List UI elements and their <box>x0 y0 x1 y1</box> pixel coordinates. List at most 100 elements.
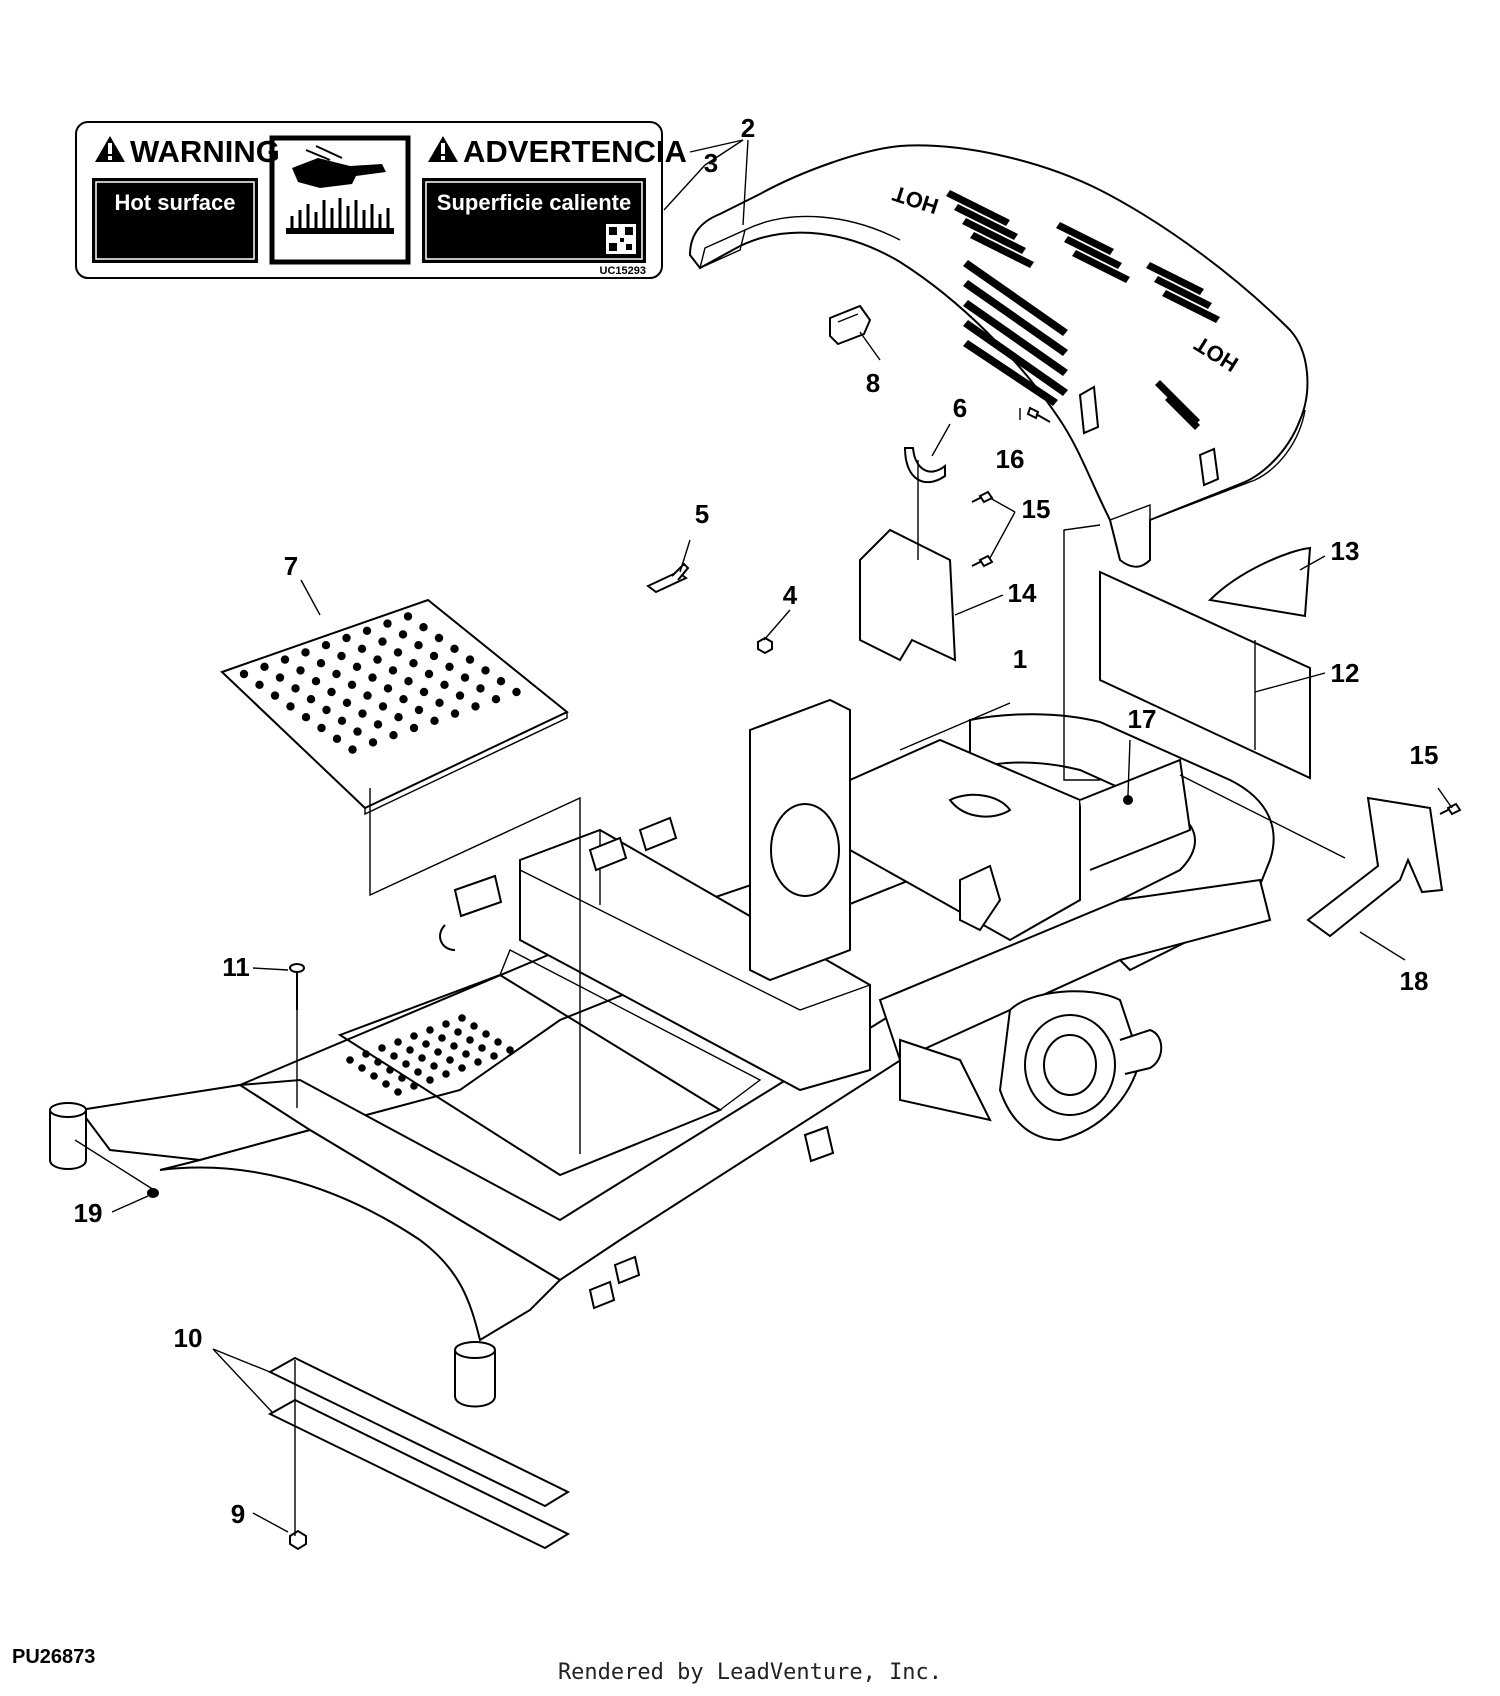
left-caster-tube <box>49 1102 87 1170</box>
tread-dot <box>429 651 439 661</box>
tread-dot <box>512 687 521 697</box>
tread-dot <box>296 666 305 675</box>
tread-dot <box>470 1022 478 1030</box>
tread-dot <box>368 738 378 747</box>
tread-dot <box>260 662 269 671</box>
tread-dot <box>458 1014 466 1022</box>
tread-dot <box>434 1048 442 1056</box>
tread-dot <box>471 702 480 711</box>
tread-dot <box>378 1044 386 1052</box>
tread-dot <box>394 713 403 722</box>
callout-15-b: 15 <box>1410 740 1439 770</box>
tread-dot <box>460 673 470 682</box>
callout-7: 7 <box>284 551 298 581</box>
tread-dot <box>450 709 460 718</box>
callout-16: 16 <box>996 444 1025 474</box>
bolt-15-c <box>1439 802 1462 816</box>
tread-dot <box>446 1056 454 1064</box>
tread-dot <box>406 1046 414 1054</box>
u-bracket-6 <box>903 447 946 484</box>
tread-dot <box>239 669 249 679</box>
tread-dot <box>422 1040 430 1048</box>
tread-dot <box>491 695 501 704</box>
tread-dot <box>275 673 285 682</box>
warning-text: Hot surface <box>114 190 235 215</box>
tread-dot <box>435 698 444 707</box>
tread-dot <box>398 630 408 639</box>
tread-dot <box>382 1080 390 1088</box>
tread-dot <box>362 626 372 635</box>
tread-dot <box>454 1028 462 1036</box>
nut-9 <box>289 1529 307 1551</box>
tread-dot <box>496 677 506 686</box>
tread-dot <box>418 1054 426 1062</box>
tread-dot <box>506 1046 514 1054</box>
main-frame-1 <box>49 698 1275 1408</box>
tread-dot <box>394 1038 402 1046</box>
clip-part <box>829 304 872 346</box>
warning-decal: WARNING Hot surface <box>75 121 687 279</box>
tread-dot <box>347 680 357 689</box>
figure-id: PU26873 <box>12 1646 96 1668</box>
callout-labels: 1 2 3 4 5 6 7 8 9 10 11 12 13 14 15 15 1… <box>74 113 1439 1529</box>
tread-dot <box>352 662 362 671</box>
tread-dot <box>346 1056 354 1064</box>
tread-dot <box>255 680 264 689</box>
tread-dot <box>424 669 434 679</box>
tread-dot <box>363 691 372 700</box>
tread-dot <box>450 1042 458 1050</box>
tread-dot <box>301 648 310 657</box>
callout-15-a: 15 <box>1022 494 1051 524</box>
callout-8: 8 <box>866 368 880 398</box>
nut-4 <box>757 636 773 655</box>
tread-dot <box>442 1070 450 1078</box>
tread-dot <box>389 731 398 740</box>
tread-dot <box>481 666 490 675</box>
tread-dot <box>410 1032 418 1040</box>
callout-6: 6 <box>953 393 967 423</box>
tread-dot <box>388 666 398 675</box>
tread-dot <box>419 623 428 632</box>
tread-dot <box>458 1064 466 1072</box>
tread-dot <box>426 1076 434 1084</box>
tread-dot <box>419 687 429 697</box>
tread-dot <box>455 691 465 700</box>
callout-5: 5 <box>695 499 709 529</box>
tread-dot <box>358 709 367 718</box>
tread-dot <box>383 619 392 628</box>
floor-plate-dots <box>239 612 521 754</box>
shield-plate-14 <box>859 528 957 662</box>
tread-dot <box>306 695 316 704</box>
tread-dot <box>478 1044 486 1052</box>
hot-surface-hand-icon <box>269 135 411 265</box>
tread-dot <box>348 745 357 754</box>
bracket-5 <box>646 562 690 594</box>
tread-dot <box>386 1066 394 1074</box>
decal-code: UC15293 <box>600 265 646 277</box>
tread-dot <box>383 684 393 693</box>
tread-dot <box>430 1062 438 1070</box>
tread-dot <box>476 684 485 693</box>
tread-dot <box>410 1082 418 1090</box>
bracket-18 <box>1306 796 1444 938</box>
callout-10: 10 <box>174 1323 203 1353</box>
tread-dot <box>373 655 382 664</box>
tread-dot <box>342 633 351 643</box>
footer-credit: Rendered by LeadVenture, Inc. <box>557 1660 943 1685</box>
tread-dot <box>404 677 413 686</box>
tread-dot <box>301 713 311 722</box>
tread-dot <box>373 720 383 729</box>
tread-dot <box>368 673 377 682</box>
callout-11: 11 <box>222 952 250 982</box>
tread-dot <box>398 1074 406 1082</box>
frame-floor-dots <box>346 1014 514 1096</box>
callout-3: 3 <box>704 148 718 178</box>
tread-dot <box>440 680 449 689</box>
tread-dot <box>342 698 352 707</box>
bolt-11 <box>289 963 305 1010</box>
tread-dot <box>327 687 336 697</box>
tread-dot <box>466 1036 474 1044</box>
tread-dot <box>394 1088 402 1096</box>
callout-13: 13 <box>1331 536 1360 566</box>
